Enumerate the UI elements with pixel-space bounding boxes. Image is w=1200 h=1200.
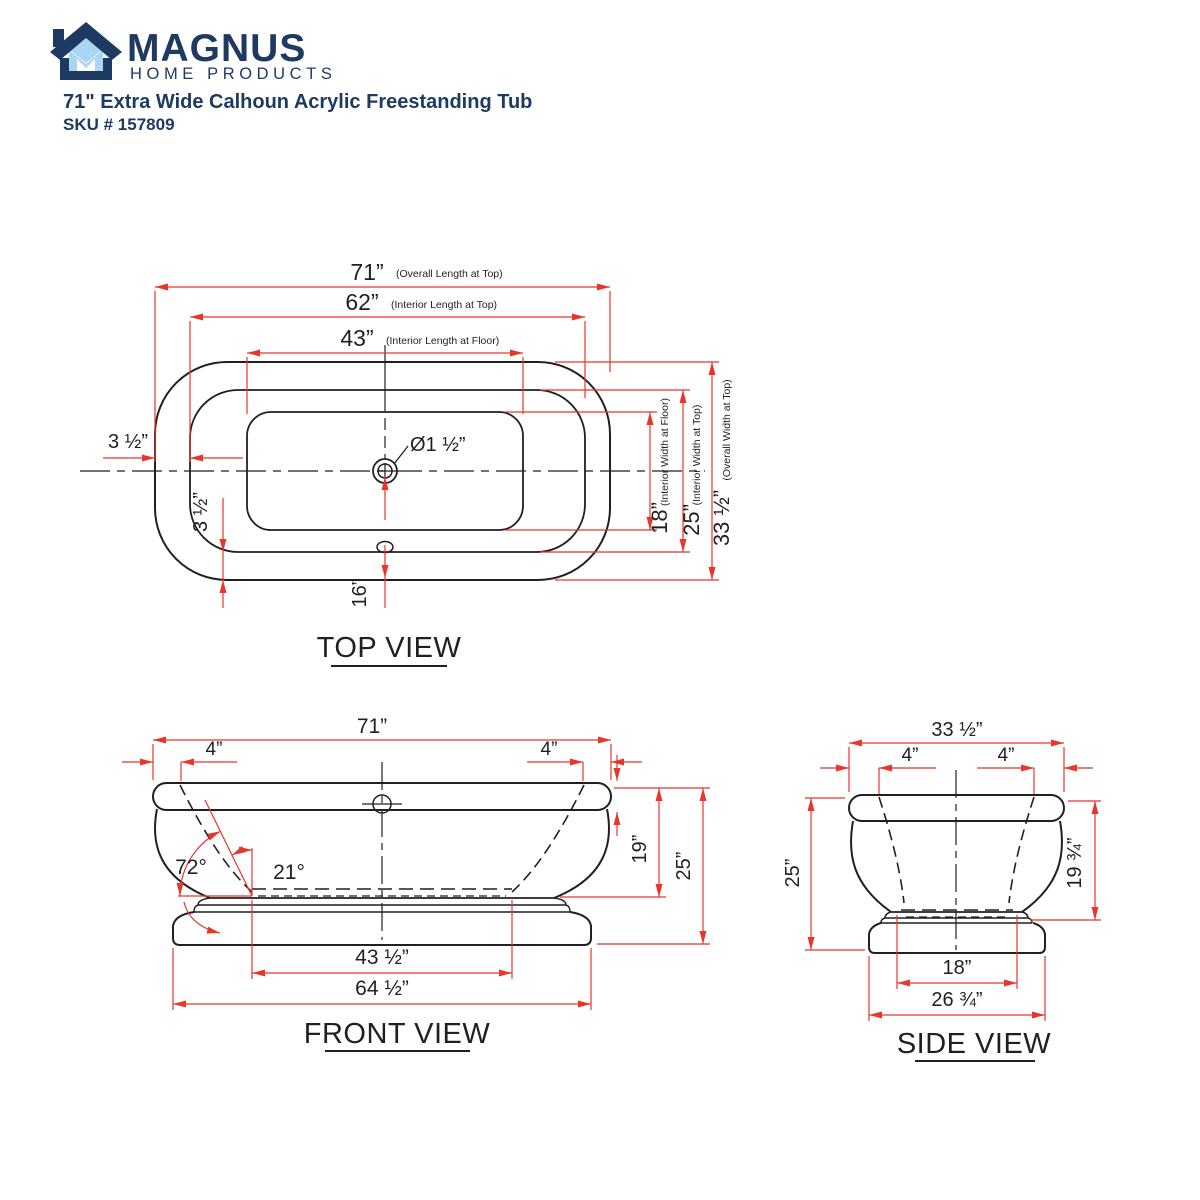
svg-text:4”: 4” <box>206 739 223 760</box>
dim-interior-length-floor: 43” (Interior Length at Floor) <box>246 325 524 414</box>
svg-text:3 ½”: 3 ½” <box>108 431 148 453</box>
dim-side-lip-left: 4” <box>820 745 936 794</box>
svg-text:19”: 19” <box>629 835 651 864</box>
side-view-drawing: 33 ½” 4” 4” 25” 19 ¾” <box>782 719 1101 1062</box>
svg-text:(Interior Width at Floor): (Interior Width at Floor) <box>659 398 671 506</box>
dim-side-overall-height: 25” <box>782 797 865 951</box>
svg-text:18”: 18” <box>647 502 672 534</box>
dim-front-overall-length: 71” <box>152 715 612 780</box>
dim-rim-width-bottom: 3 ½” <box>190 492 227 608</box>
dim-interior-width-top: 25” (Interior Width at Top) <box>540 389 704 553</box>
svg-text:25”: 25” <box>782 859 804 888</box>
svg-text:3 ½”: 3 ½” <box>190 492 212 532</box>
svg-text:43 ½”: 43 ½” <box>355 946 409 969</box>
dim-drain-diameter: Ø1 ½” <box>410 434 466 456</box>
dim-side-lip-right: 4” <box>977 745 1093 794</box>
dim-wall-angle: 21° <box>273 861 305 884</box>
front-interior-wall-right-hidden <box>511 784 585 893</box>
svg-text:(Overall Width at Top): (Overall Width at Top) <box>721 379 733 480</box>
dim-front-lip-right: 4” <box>527 739 642 836</box>
product-title: 71" Extra Wide Calhoun Acrylic Freestand… <box>63 91 532 113</box>
svg-text:33 ½”: 33 ½” <box>709 490 734 546</box>
svg-text:33 ½”: 33 ½” <box>931 719 982 741</box>
svg-text:(Interior Length at Top): (Interior Length at Top) <box>391 299 497 311</box>
front-base-outline <box>172 911 592 946</box>
dim-side-base-width: 26 ¾” <box>868 956 1046 1021</box>
svg-text:(Overall Length at Top): (Overall Length at Top) <box>396 268 503 280</box>
brand-name: MAGNUS <box>127 27 306 70</box>
brand-subtitle: HOME PRODUCTS <box>130 65 336 83</box>
front-view-label: FRONT VIEW <box>304 1018 491 1050</box>
svg-text:4”: 4” <box>998 745 1015 766</box>
dim-overall-width-top: 33 ½” (Overall Width at Top) <box>555 361 734 581</box>
dim-front-angles: 72° 21° <box>175 799 305 934</box>
front-view-drawing: 71” 4” 4” 72° 21° <box>122 715 710 1052</box>
dim-skirt-angle: 72° <box>175 856 207 879</box>
side-interior-wall-left-hidden <box>878 796 905 904</box>
side-base-outline <box>868 922 1046 954</box>
dim-front-overall-height: 25” <box>597 788 710 945</box>
dim-side-overall-width: 33 ½” <box>848 719 1065 792</box>
dim-overall-length-top: 71” (Overall Length at Top) <box>154 259 611 462</box>
svg-text:26 ¾”: 26 ¾” <box>931 989 982 1011</box>
svg-text:25”: 25” <box>679 504 704 536</box>
side-interior-wall-right-hidden <box>1008 796 1035 904</box>
dim-side-interior-depth: 19 ¾” <box>1030 800 1101 921</box>
svg-text:4”: 4” <box>902 745 919 766</box>
dim-drain-offset: 16” <box>349 477 389 608</box>
side-view-label: SIDE VIEW <box>897 1028 1051 1060</box>
svg-text:4”: 4” <box>541 739 558 760</box>
dim-rim-width-left: 3 ½” <box>103 431 243 462</box>
dim-front-interior-depth: 19” <box>560 787 710 898</box>
svg-text:16”: 16” <box>349 579 371 608</box>
svg-text:64 ½”: 64 ½” <box>355 977 409 1000</box>
drain-leader-line <box>393 445 409 465</box>
svg-text:(Interior Width at Top): (Interior Width at Top) <box>691 405 703 506</box>
dim-side-floor-width: 18” <box>896 915 1018 989</box>
dim-front-floor-length: 43 ½” <box>251 900 513 979</box>
side-skirt-left <box>850 820 892 913</box>
svg-text:18”: 18” <box>943 957 972 979</box>
side-skirt-right <box>1021 820 1063 913</box>
dim-front-lip-left: 4” <box>122 739 237 781</box>
front-skirt-right <box>553 808 610 899</box>
top-view-label: TOP VIEW <box>317 632 462 664</box>
svg-text:19 ¾”: 19 ¾” <box>1064 837 1086 888</box>
top-view-drawing: Ø1 ½” 71” (Overall Length at Top) 62” (I… <box>80 259 734 667</box>
svg-text:71”: 71” <box>357 715 387 738</box>
house-icon <box>50 22 122 80</box>
brand-logo: MAGNUS HOME PRODUCTS <box>50 22 336 83</box>
svg-text:71”: 71” <box>350 259 383 285</box>
svg-text:62”: 62” <box>345 289 378 315</box>
front-skirt-left <box>154 808 211 899</box>
svg-text:25”: 25” <box>673 852 695 881</box>
dim-front-base-length: 64 ½” <box>172 948 592 1010</box>
svg-text:(Interior Length at Floor): (Interior Length at Floor) <box>386 335 499 347</box>
svg-text:43”: 43” <box>340 325 373 351</box>
dim-interior-width-floor: 18” (Interior Width at Floor) <box>505 398 672 534</box>
product-sku: SKU # 157809 <box>63 115 175 134</box>
dim-interior-length-top: 62” (Interior Length at Top) <box>189 289 586 462</box>
